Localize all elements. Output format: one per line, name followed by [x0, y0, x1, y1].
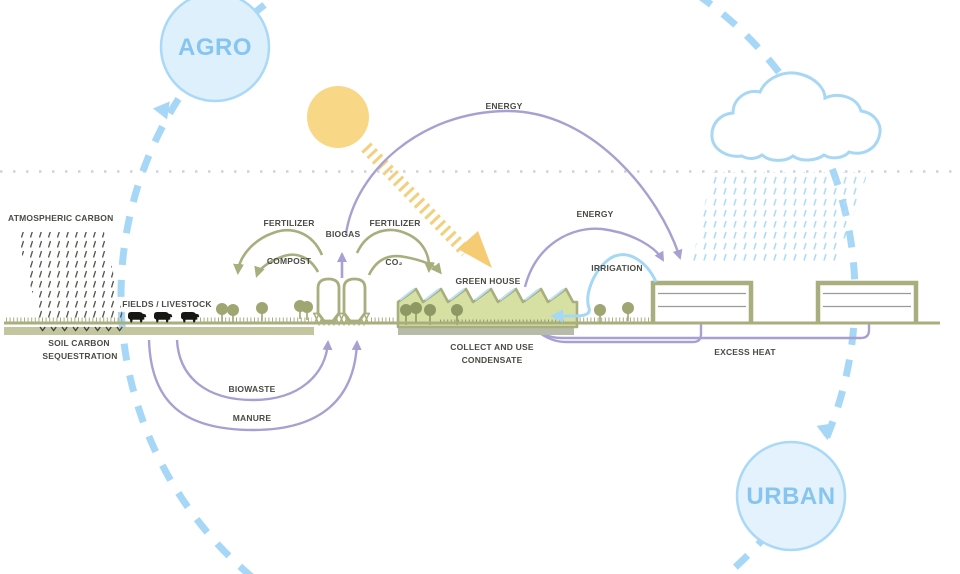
label-irrigation: IRRIGATION — [591, 263, 643, 273]
irrigation-flow-arrow — [550, 253, 658, 323]
label-compost: COMPOST — [266, 256, 312, 266]
label-fertilizer-left: FERTILIZER — [263, 218, 315, 228]
label-co2: CO₂ — [385, 257, 403, 267]
cycle-arrowhead-agro — [152, 101, 170, 120]
silo-icon — [342, 277, 367, 323]
cow-icon — [128, 312, 147, 323]
label-agro: AGRO — [178, 34, 252, 61]
ground-line — [4, 317, 940, 325]
label-fertilizer-right: FERTILIZER — [369, 218, 421, 228]
cow-icon — [154, 312, 173, 323]
sunlight-ray-arrow — [361, 142, 492, 268]
label-soil-carbon-1: SOIL CARBON — [48, 338, 110, 348]
label-collect-1: COLLECT AND USE — [450, 342, 534, 352]
label-urban: URBAN — [746, 483, 836, 510]
label-fields-livestock: FIELDS / LIVESTOCK — [122, 299, 212, 309]
urban-circle — [735, 440, 847, 552]
label-soil-carbon-2: SEQUESTRATION — [42, 351, 118, 361]
greenhouse-glass-panes — [399, 288, 565, 301]
biogas-silos — [313, 277, 370, 327]
greenhouse-building — [396, 287, 579, 329]
fertilizer-arc-to-fields — [233, 229, 324, 275]
cycle-arrowhead-urban — [816, 423, 835, 441]
apartment-building-2 — [815, 280, 919, 323]
tree-icon — [301, 301, 313, 320]
manure-flow-arc — [147, 339, 362, 432]
apartment-building-1 — [650, 280, 754, 323]
soil-band-greenhouse — [398, 327, 574, 335]
label-green-house: GREEN HOUSE — [455, 276, 521, 286]
silo-icon — [316, 277, 341, 323]
energy-arc-greenhouse-to-building — [523, 227, 665, 288]
atmospheric-carbon-fallout — [16, 232, 124, 321]
label-collect-2: CONDENSATE — [461, 355, 523, 365]
fertilizer-arc-to-greenhouse — [355, 228, 436, 273]
sun-icon — [307, 86, 369, 148]
label-excess-heat: EXCESS HEAT — [714, 347, 776, 357]
cow-icon — [181, 312, 200, 323]
cloud-icon — [710, 71, 882, 162]
compost-arc-to-fields — [254, 253, 320, 278]
label-energy-top: ENERGY — [485, 101, 523, 111]
co2-arc-to-greenhouse — [367, 254, 442, 276]
soil-band-left — [4, 327, 314, 335]
energy-arc-biogas-to-building — [344, 109, 683, 260]
label-atmospheric-carbon: ATMOSPHERIC CARBON — [8, 213, 114, 223]
agro-circle — [159, 0, 271, 103]
label-manure: MANURE — [232, 413, 272, 423]
tree-icon — [594, 304, 606, 323]
biowaste-flow-arc — [175, 339, 333, 402]
label-biogas: BIOGAS — [325, 229, 361, 239]
rain-icon — [692, 172, 868, 262]
label-energy-mid: ENERGY — [576, 209, 614, 219]
label-biowaste: BIOWASTE — [228, 384, 276, 394]
